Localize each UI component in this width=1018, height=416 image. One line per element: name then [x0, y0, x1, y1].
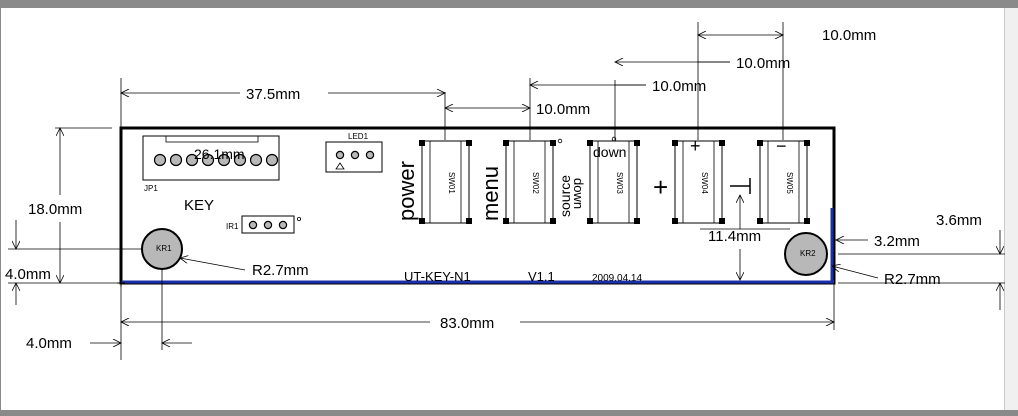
- dim-10-a: 10.0mm: [536, 101, 590, 118]
- sw03-label: SW03: [615, 172, 624, 194]
- down-marker-dot: [611, 136, 617, 142]
- source-marker-dot: [557, 138, 563, 144]
- jp1-connector: [142, 135, 280, 181]
- origin-marker: [117, 279, 125, 287]
- jp1-width-label: 26.1mm: [194, 146, 245, 162]
- dim-r-right: R2.7mm: [884, 271, 941, 288]
- dimension-arrows: [16, 35, 1000, 343]
- sw02-label: SW02: [531, 172, 540, 194]
- dim-10-c: 10.0mm: [736, 55, 790, 72]
- switch-sw04: [672, 140, 725, 224]
- dim-4-horiz: 4.0mm: [26, 335, 72, 352]
- sw01-label: SW01: [447, 172, 456, 194]
- sw05-label: SW05: [785, 172, 794, 194]
- menu-label: menu: [478, 166, 503, 221]
- mount-hole-kr2: [784, 232, 828, 276]
- key-label: KEY: [184, 197, 214, 214]
- mount-hole-kr1: [141, 228, 183, 270]
- board-id-label: UT-KEY-N1: [404, 269, 471, 284]
- dim-r-left: R2.7mm: [252, 262, 309, 279]
- switch-sw01: [419, 140, 472, 224]
- down-label: down: [593, 144, 626, 160]
- dim-10-d: 10.0mm: [822, 27, 876, 44]
- switch-sw05: [757, 140, 810, 224]
- down-rotated-label: down: [571, 178, 586, 209]
- kr2-label: KR2: [800, 249, 816, 258]
- ir1-component: [241, 215, 301, 234]
- dim-83: 83.0mm: [440, 315, 494, 332]
- dim-18: 18.0mm: [28, 201, 82, 218]
- version-label: V1.1: [528, 269, 555, 284]
- dim-3-6: 3.6mm: [936, 212, 982, 229]
- ir1-label: IR1: [226, 222, 239, 231]
- plus-small-label: +: [690, 136, 701, 156]
- dim-4-vert: 4.0mm: [5, 266, 51, 283]
- led1-label: LED1: [348, 132, 369, 141]
- plus-big-label: +: [653, 172, 668, 202]
- kr1-label: KR1: [156, 244, 172, 253]
- dim-37-5: 37.5mm: [246, 86, 300, 103]
- led1-component: [325, 141, 383, 173]
- jp1-label: JP1: [144, 184, 158, 193]
- minus-label: −: [776, 136, 787, 156]
- dim-10-b: 10.0mm: [652, 78, 706, 95]
- power-label: power: [394, 161, 419, 221]
- sw04-label: SW04: [700, 172, 709, 194]
- switch-sw02: [503, 140, 556, 224]
- dim-3-2: 3.2mm: [874, 233, 920, 250]
- date-label: 2009.04.14: [592, 273, 642, 284]
- dim-11-4: 11.4mm: [708, 228, 761, 245]
- source-label: source: [557, 175, 573, 217]
- vertical-scrollbar[interactable]: [1004, 8, 1018, 410]
